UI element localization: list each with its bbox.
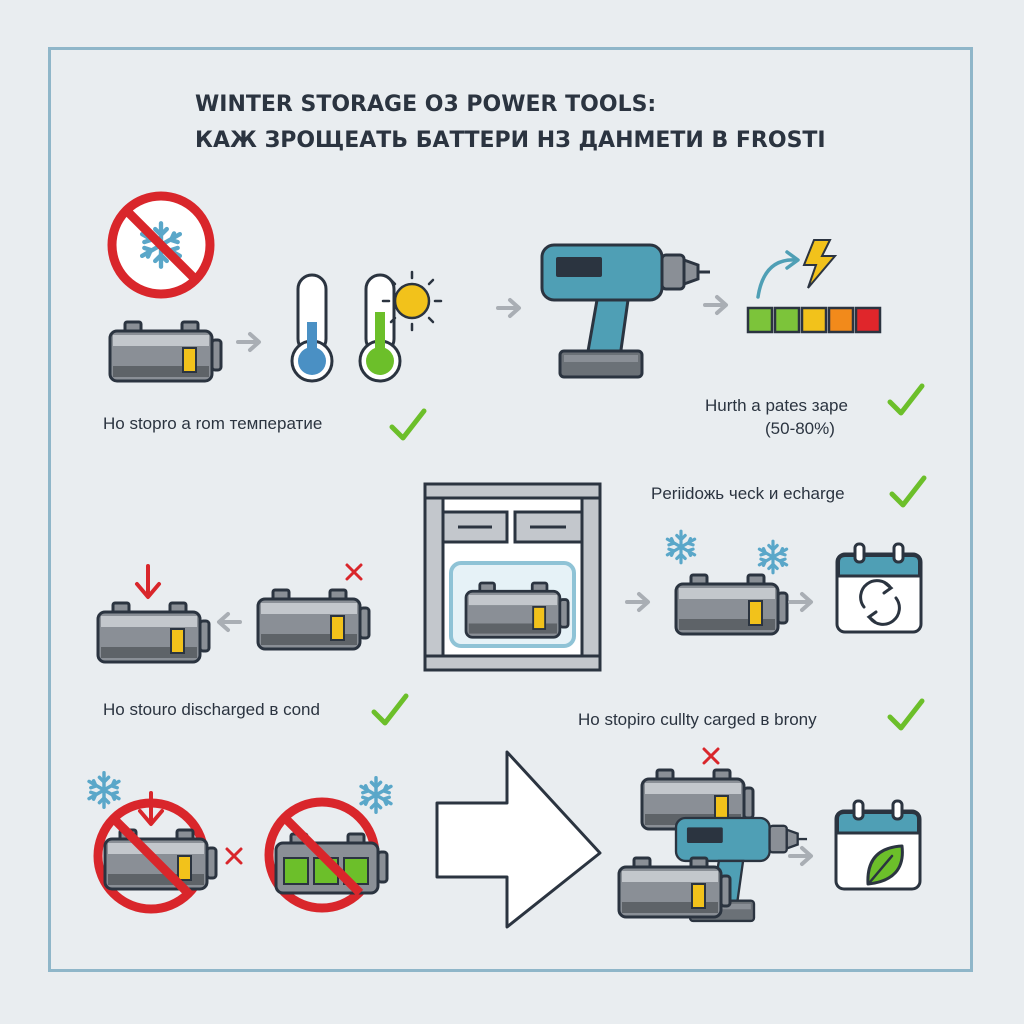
arrow-right <box>236 332 261 352</box>
diagram-frame <box>48 47 973 972</box>
check-icon <box>892 478 924 505</box>
cross-icon <box>225 847 243 865</box>
snowflake-icon <box>665 529 697 565</box>
check-icon <box>374 696 406 723</box>
check-icon <box>890 701 922 728</box>
check-icon <box>392 411 424 438</box>
battery-icon <box>617 856 732 919</box>
no-discharged-battery-icon <box>93 791 218 914</box>
cold-thermometer-icon <box>290 273 334 383</box>
title-line-2: КАЖ ЗРОЩЕАТЬ БАТТЕРИ НЗ ДАНМЕТИ В FROSTI <box>195 128 826 153</box>
down-arrow-icon <box>135 564 161 599</box>
caption-not-fully-charged: Ho stopiro cullty carged в brony <box>578 710 817 729</box>
cordless-drill-icon <box>540 243 712 379</box>
battery-icon <box>674 573 789 636</box>
caption-store-room-temperature: Ho stopro a rom температие <box>103 414 323 433</box>
check-icon <box>890 386 922 413</box>
caption-partial-charge-range: (50-80%) <box>765 419 835 438</box>
caption-partial-charge: Hurth a pates заре <box>705 396 848 415</box>
arrow-right <box>788 846 813 866</box>
title-line-1: WINTER STORAGE O3 POWER TOOLS: <box>195 92 657 117</box>
cross-icon <box>702 747 720 765</box>
arrow-right <box>496 298 521 318</box>
snowflake-icon <box>87 771 121 809</box>
calendar-leaf-icon <box>834 799 922 891</box>
arrow-right <box>788 592 813 612</box>
battery-icon <box>256 588 371 651</box>
no-full-charge-battery-icon <box>264 797 389 913</box>
battery-icon <box>108 320 223 383</box>
caption-not-discharged: Ho stouro discharged в cond <box>103 700 320 719</box>
charge-level-icon <box>746 250 882 334</box>
snowflake-icon <box>757 539 789 575</box>
sun-icon <box>381 270 443 332</box>
storage-cabinet-icon <box>423 482 602 672</box>
caption-periodic-check: Periidoжь чеck и echarge <box>651 484 845 503</box>
battery-icon <box>96 601 211 664</box>
warm-thermometer-icon <box>358 273 402 383</box>
calendar-cycle-icon <box>835 542 923 634</box>
no-frost-icon <box>107 191 215 299</box>
snowflake-icon <box>359 776 393 814</box>
arrow-right <box>625 592 650 612</box>
arrow-right <box>703 295 728 315</box>
cross-icon <box>345 563 363 581</box>
arrow-left <box>217 612 242 632</box>
lightning-icon <box>802 239 838 289</box>
large-arrow-icon <box>435 750 602 929</box>
